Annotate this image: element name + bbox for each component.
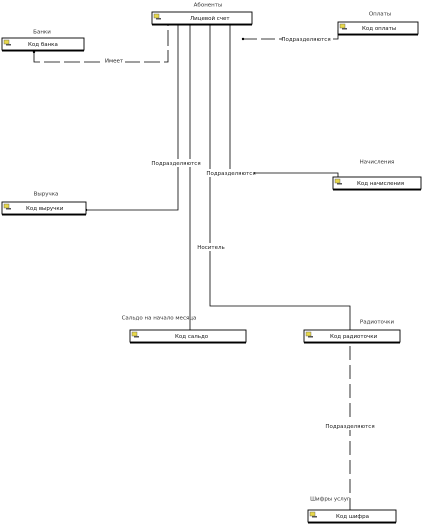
key-icon bbox=[334, 178, 342, 185]
relationship-labels: Имеет Подразделяются Подразделяются Подр… bbox=[103, 35, 375, 430]
key-icon bbox=[309, 511, 317, 518]
rel-label-nachisleniya: Подразделяются bbox=[206, 171, 255, 177]
rel-label-oplaty: Подразделяются bbox=[281, 37, 330, 43]
entity-key-shifry: Код шифра bbox=[336, 514, 369, 520]
rel-line-nachisleniya bbox=[229, 25, 339, 180]
rel-label-vyruchka: Подразделяются bbox=[151, 161, 200, 167]
entity-key-banki: Код банка bbox=[28, 42, 58, 48]
entity-title-nachisleniya: Начисления bbox=[360, 160, 395, 166]
key-icon bbox=[153, 13, 161, 20]
relationship-lines bbox=[33, 25, 351, 512]
entity-title-oplaty: Оплаты bbox=[369, 12, 391, 18]
entity-boxes: Лицевой счет Код банка Код оплаты bbox=[1, 11, 422, 524]
entity-key-vyruchka: Код выручки bbox=[26, 206, 64, 212]
entity-title-shifry: Шифры услуг bbox=[310, 497, 350, 503]
key-icon bbox=[131, 331, 139, 338]
key-icon bbox=[3, 39, 11, 46]
rel-line-vyruchka bbox=[86, 25, 179, 211]
entity-titles: Абоненты Банки Оплаты Начисления Выручка… bbox=[33, 3, 394, 503]
entity-title-saldo-line: Сальдо на начало месяца bbox=[122, 316, 197, 322]
entity-key-abonenty: Лицевой счет bbox=[190, 15, 230, 22]
entity-title-abonenty: Абоненты bbox=[194, 3, 223, 9]
entity-title-saldo: Сальдо на начало месяца bbox=[122, 316, 197, 322]
rel-line-nositel bbox=[209, 25, 351, 332]
entity-key-nachisleniya: Код начисления bbox=[357, 181, 404, 187]
key-icon bbox=[339, 23, 347, 30]
entity-shifry[interactable]: Код шифра bbox=[307, 509, 397, 524]
entity-nachisleniya[interactable]: Код начисления bbox=[332, 176, 422, 191]
entity-key-saldo: Код сальдо bbox=[175, 334, 209, 340]
relationship-markers bbox=[32, 37, 352, 514]
connector-dot bbox=[241, 37, 245, 41]
entity-key-radiotochki: Код радиоточки bbox=[330, 334, 378, 340]
rel-label-nositel: Носитель bbox=[197, 245, 224, 251]
entity-title-radiotochki: Радиоточки bbox=[360, 320, 395, 326]
entity-vyruchka[interactable]: Код выручки bbox=[1, 201, 87, 216]
entity-saldo[interactable]: Код сальдо bbox=[129, 329, 247, 344]
key-icon bbox=[3, 203, 11, 210]
entity-banki[interactable]: Код банка bbox=[1, 37, 85, 52]
key-icon bbox=[305, 331, 313, 338]
entity-radiotochki[interactable]: Код радиоточки bbox=[303, 329, 401, 344]
entity-key-oplaty: Код оплаты bbox=[362, 26, 396, 32]
rel-line-imeet bbox=[33, 25, 169, 63]
entity-abonenty[interactable]: Лицевой счет bbox=[151, 11, 253, 26]
rel-label-shifry: Подразделяются bbox=[325, 424, 374, 430]
rel-label-imeet: Имеет bbox=[105, 59, 124, 65]
entity-title-vyruchka: Выручка bbox=[34, 192, 59, 198]
entity-title-banki: Банки bbox=[33, 30, 51, 36]
entity-oplaty[interactable]: Код оплаты bbox=[337, 21, 419, 36]
